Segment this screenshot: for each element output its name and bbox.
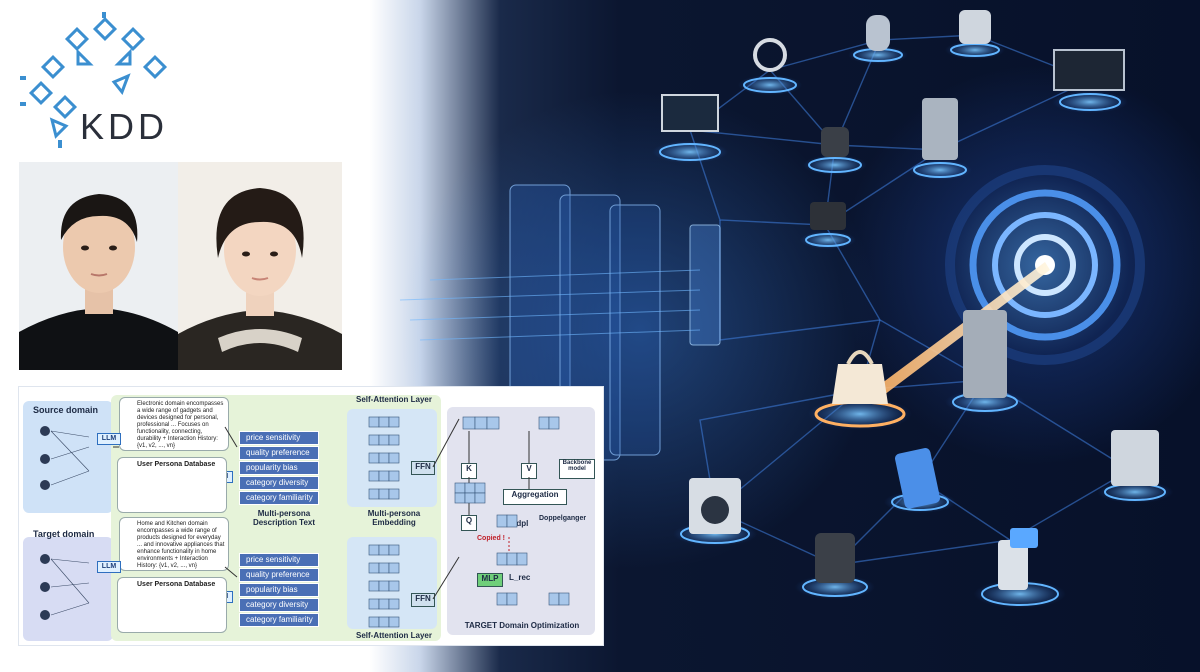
attr-target-2: quality preference — [239, 568, 319, 582]
ffn-box-target: FFN — [411, 593, 435, 607]
laser-beam — [870, 262, 1050, 398]
device-pods — [652, 10, 1173, 608]
attr-source-1: price sensitivity — [239, 431, 319, 445]
source-domain-panel — [23, 401, 113, 513]
target-domain-label: Target domain — [33, 529, 95, 539]
copied-label: Copied ! — [477, 535, 505, 542]
source-description-box — [119, 397, 229, 451]
persona-db-target-label: User Persona Database — [137, 581, 216, 588]
attr-source-3: popularity bias — [239, 461, 319, 475]
network-lines — [689, 34, 1131, 566]
mp-embedding-label-source: Multi-persona Embedding — [367, 509, 421, 527]
target-description-box — [119, 517, 229, 571]
attr-target-1: price sensitivity — [239, 553, 319, 567]
light-streaks — [399, 269, 701, 341]
persona-db-target — [117, 577, 227, 633]
mlp-box: MLP — [477, 573, 503, 587]
attr-target-3: popularity bias — [239, 583, 319, 597]
loss-rec-label: L_rec — [509, 573, 531, 582]
source-domain-label: Source domain — [33, 405, 99, 415]
doppelganger-label: Doppelganger — [539, 515, 587, 522]
source-description-text: Electronic domain encompasses a wide ran… — [137, 401, 224, 449]
model-architecture-figure: Source domain Target domain Electronic d… — [18, 386, 604, 646]
figure-connectors — [40, 416, 570, 628]
self-attention-label-target: Self-Attention Layer — [355, 631, 432, 640]
target-description-text: Home and Kitchen domain encompasses a wi… — [137, 521, 225, 569]
self-attention-label-source: Self-Attention Layer — [355, 395, 432, 404]
aggregation-box: Aggregation — [503, 489, 567, 505]
persona-db-source-label: User Persona Database — [137, 461, 216, 468]
portrait-photo-2 — [178, 162, 342, 370]
kdd-logo-mark — [20, 12, 168, 148]
portrait-photo-1 — [19, 162, 178, 370]
target-optimization-label: TARGET Domain Optimization — [464, 621, 580, 630]
llm-box-target: LLM — [97, 561, 121, 573]
target-domain-panel — [23, 537, 113, 641]
q-box: Q — [461, 515, 477, 531]
attr-source-2: quality preference — [239, 446, 319, 460]
mp-description-label-source: Multi-persona Description Text — [252, 509, 316, 527]
loss-dpl-label: L_dpl — [507, 519, 529, 528]
attr-source-4: category diversity — [239, 476, 319, 490]
attr-target-4: category diversity — [239, 598, 319, 612]
backbone-model-box: Backbone model — [559, 459, 595, 479]
user-icons — [40, 426, 50, 620]
k-box: K — [461, 463, 477, 479]
ffn-box-source: FFN — [411, 461, 435, 475]
attr-target-5: category familiarity — [239, 613, 319, 627]
llm-box-source: LLM — [97, 433, 121, 445]
kdd-logo-text: KDD — [80, 106, 169, 147]
persona-db-source — [117, 457, 227, 513]
attr-source-5: category familiarity — [239, 491, 319, 505]
target-icon — [945, 165, 1145, 365]
